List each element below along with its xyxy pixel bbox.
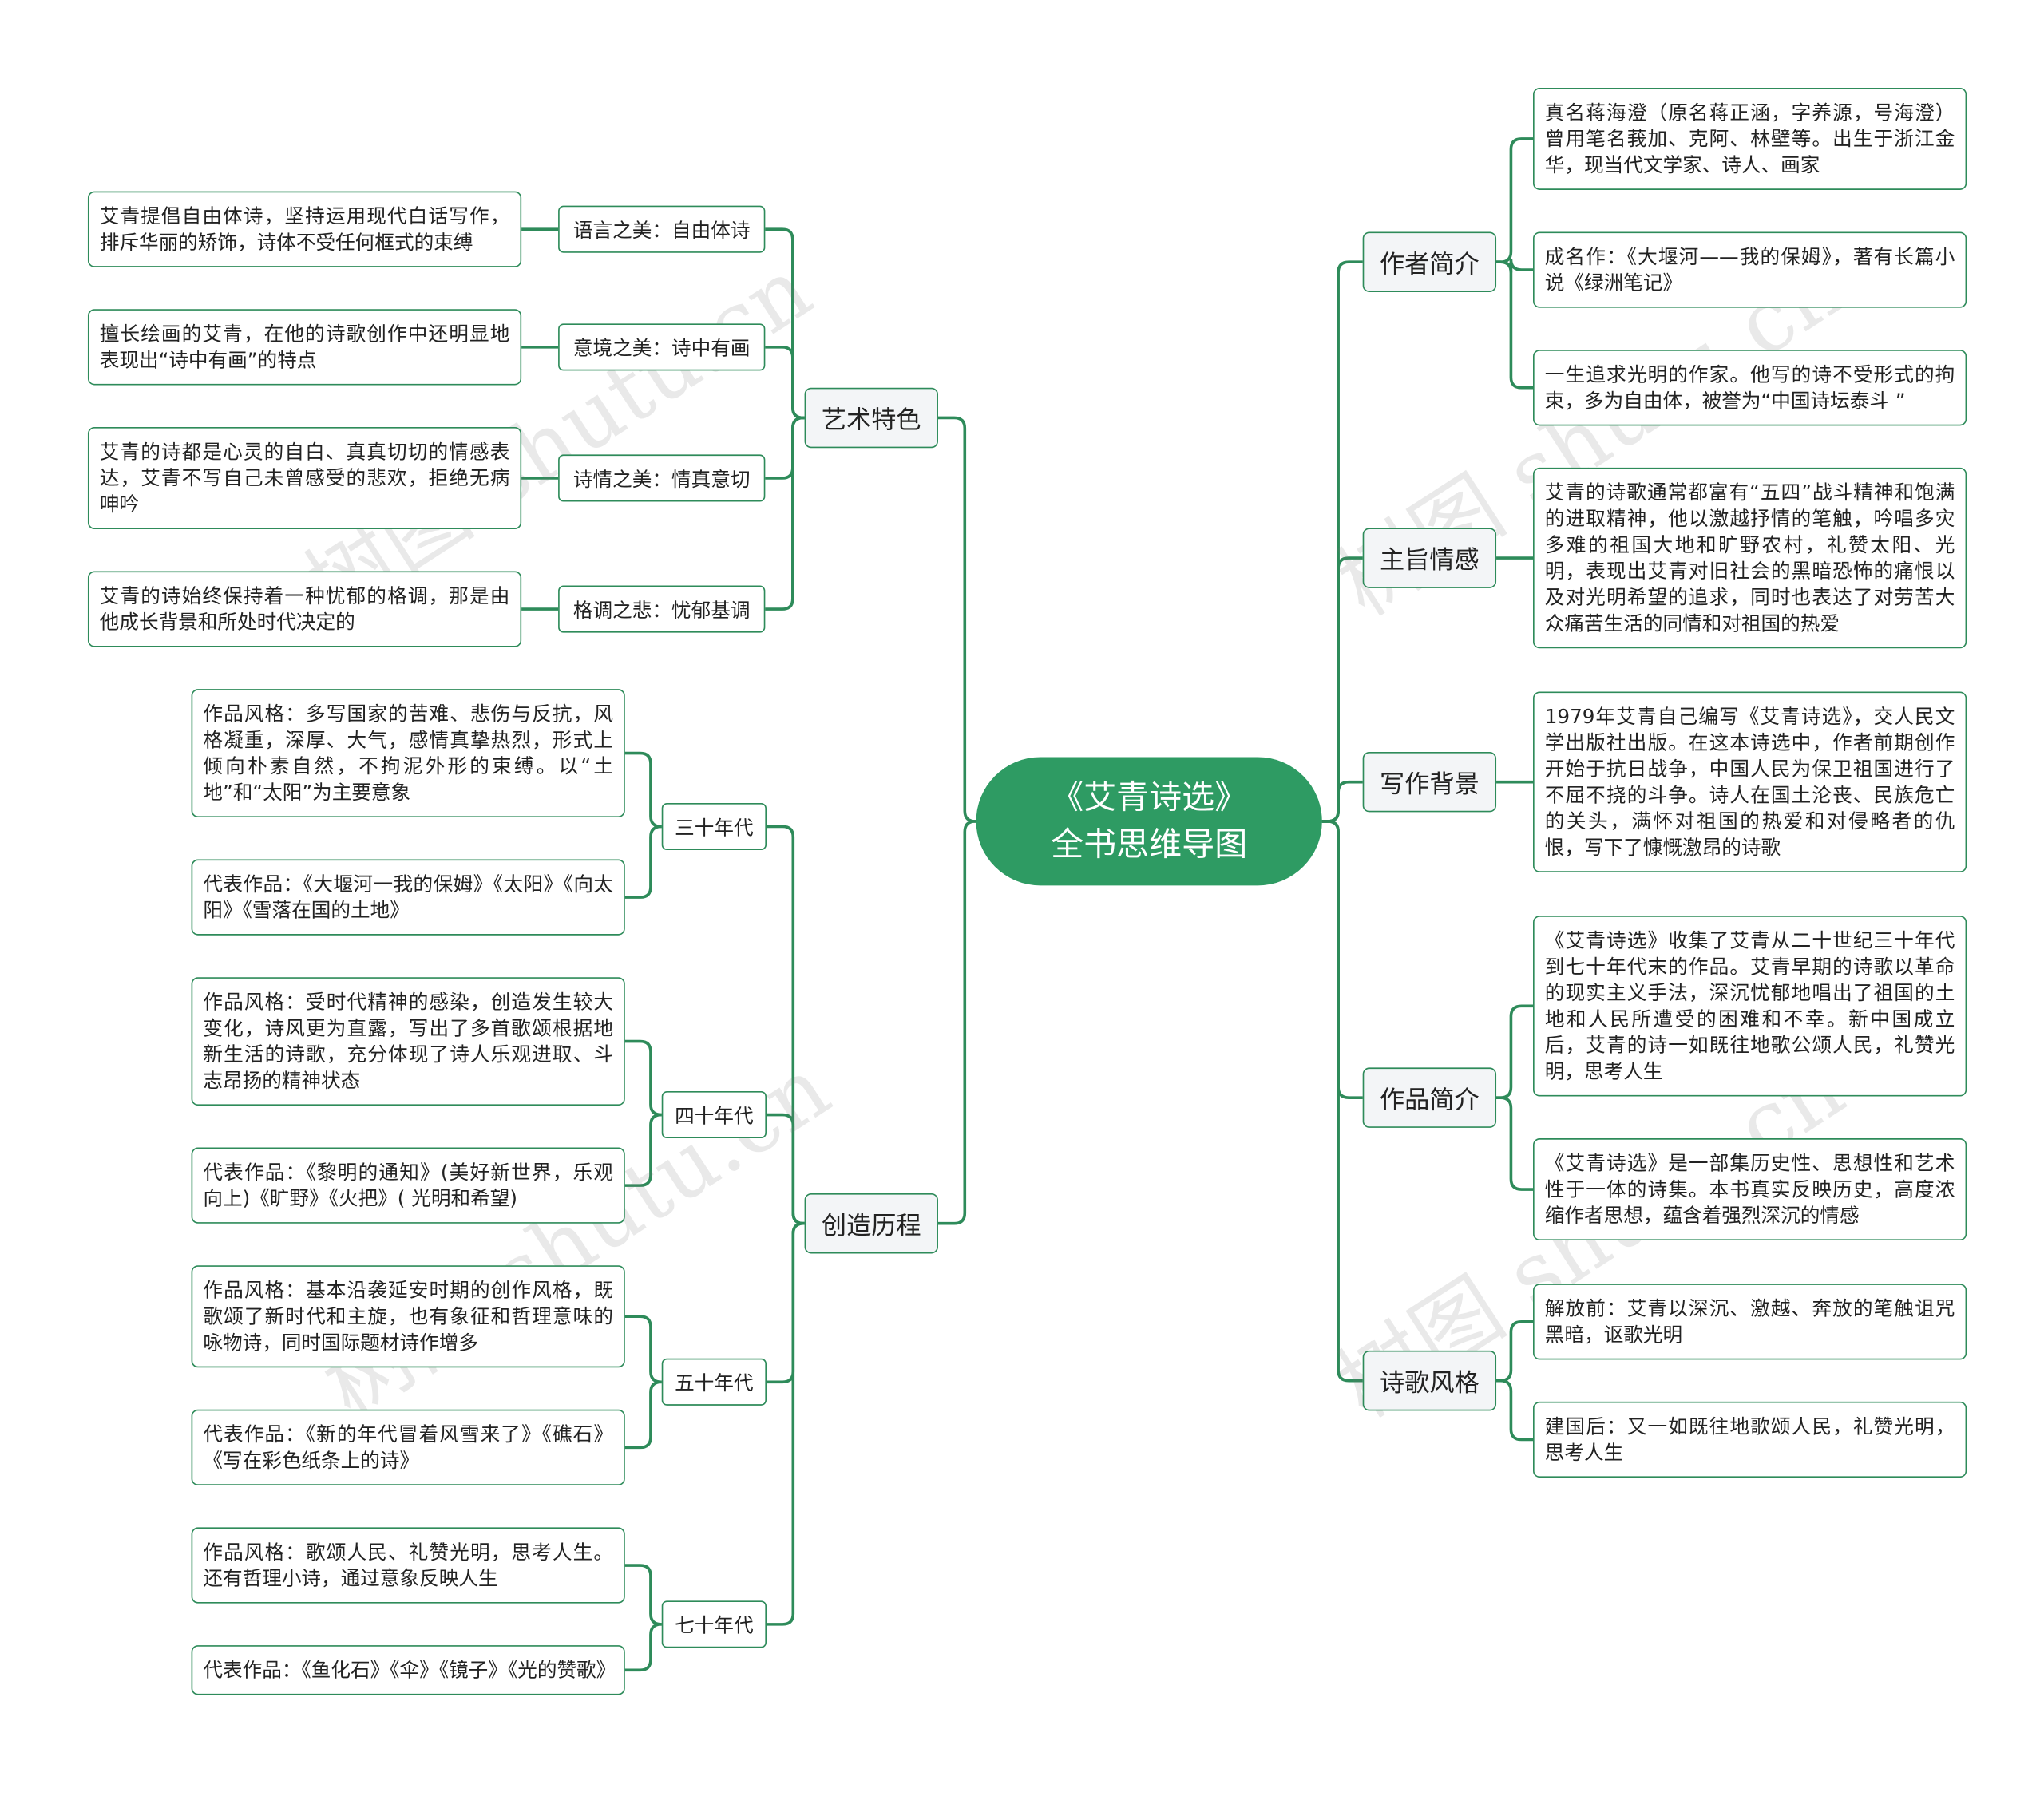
branch-shige[interactable]: 诗歌风格 xyxy=(1362,1350,1497,1411)
leaf-40s-style[interactable]: 作品风格：受时代精神的感染，创造发生较大变化，诗风更为直露，写出了多首歌颂根据地… xyxy=(191,977,625,1106)
leaf-30s-style[interactable]: 作品风格：多写国家的苦难、悲伤与反抗，风格凝重，深厚、大气，感情真挚热烈，形式上… xyxy=(191,689,625,818)
connector xyxy=(1321,780,1363,823)
sub-yijing[interactable]: 意境之美：诗中有画 xyxy=(558,323,766,371)
sub-70s[interactable]: 七十年代 xyxy=(661,1600,767,1648)
branch-zhuzhi[interactable]: 主旨情感 xyxy=(1362,528,1497,588)
leaf-shiqing[interactable]: 艾青的诗都是心灵的自白、真真切切的情感表达，艾青不写自己未曾感受的悲欢，拒绝无病… xyxy=(87,426,522,529)
leaf-zhuzhi[interactable]: 艾青的诗歌通常都富有“五四”战斗精神和饱满的进取精神，他以激越抒情的笔触，吟唱多… xyxy=(1533,467,1967,649)
connector xyxy=(1496,1004,1534,1099)
branch-xiezuo[interactable]: 写作背景 xyxy=(1362,751,1497,813)
connector xyxy=(624,1564,662,1626)
connector xyxy=(624,1380,662,1450)
connector xyxy=(1496,1319,1534,1383)
leaf-yuyan[interactable]: 艾青提倡自由体诗，坚持运用现代白话写作，排斥华丽的矫饰，诗体不受任何框式的束缚 xyxy=(87,191,522,267)
sub-shiqing[interactable]: 诗情之美：情真意切 xyxy=(558,454,766,502)
connector xyxy=(624,1623,662,1672)
connector xyxy=(1496,260,1534,390)
connector xyxy=(765,416,805,480)
leaf-30s-works[interactable]: 代表作品：《大堰河一我的保姆》《太阳》《向太阳》《雪落在国的土地》 xyxy=(191,859,625,936)
branch-zuopin[interactable]: 作品简介 xyxy=(1362,1067,1497,1128)
leaf-shige-1[interactable]: 解放前：艾青以深沉、激越、奔放的笔触诅咒黑暗，讴歌光明 xyxy=(1533,1284,1967,1360)
leaf-yijing[interactable]: 擅长绘画的艾青，在他的诗歌创作中还明显地表现出“诗中有画”的特点 xyxy=(87,309,522,386)
leaf-shige-2[interactable]: 建国后：又一如既往地歌颂人民，礼赞光明，思考人生 xyxy=(1533,1401,1967,1478)
leaf-70s-style[interactable]: 作品风格：歌颂人民、礼赞光明，思考人生。还有哲理小诗，通过意象反映人生 xyxy=(191,1527,625,1604)
connector xyxy=(1321,260,1363,823)
sub-50s[interactable]: 五十年代 xyxy=(661,1358,767,1406)
connector xyxy=(766,1221,805,1626)
sub-gediao[interactable]: 格调之悲：忧郁基调 xyxy=(558,585,766,633)
leaf-zuopin-1[interactable]: 《艾青诗选》收集了艾青从二十世纪三十年代到七十年代末的作品。艾青早期的诗歌以革命… xyxy=(1533,916,1967,1097)
connector xyxy=(765,346,805,420)
connector xyxy=(1321,820,1363,1099)
connector xyxy=(1321,820,1363,1383)
connector xyxy=(765,227,805,420)
branch-chuangzao[interactable]: 创造历程 xyxy=(804,1193,938,1254)
connector xyxy=(624,825,662,899)
connector xyxy=(624,1039,662,1117)
connector xyxy=(624,1113,662,1187)
connector xyxy=(766,825,805,1225)
connector xyxy=(624,1315,662,1384)
leaf-zuopin-2[interactable]: 《艾青诗选》是一部集历史性、思想性和艺术性于一体的诗集。本书真实反映历史，高度浓… xyxy=(1533,1138,1967,1241)
connector xyxy=(624,751,662,829)
leaf-70s-works[interactable]: 代表作品：《鱼化石》《伞》《镜子》《光的赞歌》 xyxy=(191,1645,625,1695)
root-title-line2: 全书思维导图 xyxy=(1051,825,1248,864)
connector xyxy=(937,416,976,823)
root-node[interactable]: 《艾青诗选》 全书思维导图 xyxy=(976,757,1322,886)
leaf-zuozhe-2[interactable]: 成名作：《大堰河——我的保姆》，著有长篇小说《绿洲笔记》 xyxy=(1533,231,1967,308)
leaf-40s-works[interactable]: 代表作品：《黎明的通知》(美好新世界，乐观向上)《旷野》《火把》( 光明和希望) xyxy=(191,1147,625,1224)
leaf-50s-style[interactable]: 作品风格：基本沿袭延安时期的创作风格，既歌颂了新时代和主旋，也有象征和哲理意味的… xyxy=(191,1265,625,1368)
leaf-zuozhe-3[interactable]: 一生追求光明的作家。他写的诗不受形式的拘束，多为自由体，被誉为“中国诗坛泰斗 ” xyxy=(1533,350,1967,426)
leaf-gediao[interactable]: 艾青的诗始终保持着一种忧郁的格调，那是由他成长背景和所处时代决定的 xyxy=(87,571,522,647)
branch-yishu[interactable]: 艺术特色 xyxy=(804,387,938,449)
sub-30s[interactable]: 三十年代 xyxy=(661,802,767,851)
connector xyxy=(1496,1096,1534,1191)
branch-zuozhe[interactable]: 作者简介 xyxy=(1362,231,1497,292)
connector xyxy=(766,1113,805,1225)
leaf-zuozhe-1[interactable]: 真名蒋海澄（原名蒋正涵，字养源，号海澄）曾用笔名莪加、克阿、林壁等。出生于浙江金… xyxy=(1533,87,1967,190)
leaf-50s-works[interactable]: 代表作品：《新的年代冒着风雪来了》《礁石》《写在彩色纸条上的诗》 xyxy=(191,1409,625,1485)
connector xyxy=(937,820,976,1225)
sub-40s[interactable]: 四十年代 xyxy=(661,1090,767,1139)
root-title-line1: 《艾青诗选》 xyxy=(1051,777,1248,817)
connector xyxy=(1496,137,1534,264)
connector xyxy=(766,1221,805,1384)
leaf-xiezuo[interactable]: 1979年艾青自己编写《艾青诗选》，交人民文学出版社出版。在这本诗选中，作者前期… xyxy=(1533,691,1967,872)
sub-yuyan[interactable]: 语言之美：自由体诗 xyxy=(558,205,766,253)
connector xyxy=(765,416,805,611)
connector xyxy=(1496,1379,1534,1442)
